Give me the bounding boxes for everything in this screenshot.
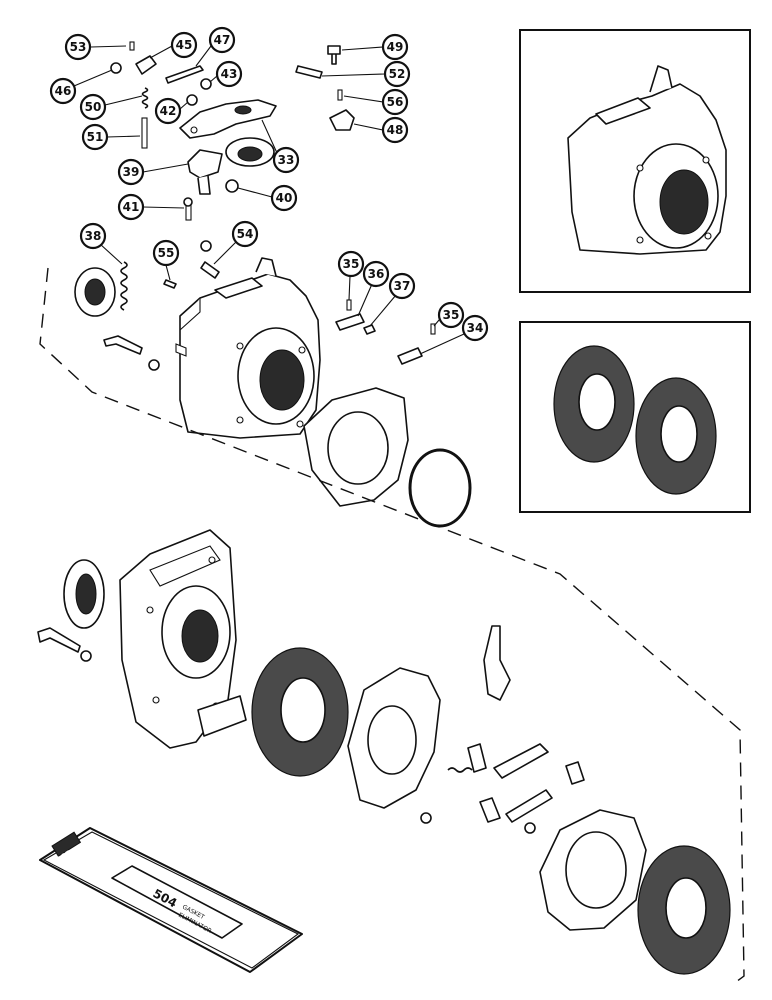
pin-56 [337, 89, 343, 101]
clip-48 [329, 109, 355, 131]
svg-text:52: 52 [389, 67, 406, 81]
callout-34: 34 [419, 314, 489, 355]
callout-45: 45 [149, 31, 198, 59]
pin-54 [200, 261, 220, 279]
spring-52 [295, 65, 323, 79]
switch-39 [187, 149, 223, 179]
callout-49: 49 [341, 33, 409, 61]
svg-text:37: 37 [394, 279, 411, 293]
pin-36 [335, 313, 365, 331]
callout-33: 33 [261, 119, 300, 174]
housing-bolt [103, 335, 143, 355]
svg-text:54: 54 [237, 227, 254, 241]
brake-housing-group [74, 240, 472, 528]
link-upper [493, 743, 549, 779]
svg-text:41: 41 [123, 200, 140, 214]
callout-42: 42 [154, 97, 189, 125]
callout-38: 38 [79, 222, 123, 265]
washer-42 [186, 94, 198, 106]
svg-text:38: 38 [85, 229, 102, 243]
callout-56: 56 [343, 88, 409, 116]
callout-48: 48 [353, 116, 409, 144]
adjuster [479, 797, 501, 823]
svg-text:36: 36 [368, 267, 385, 281]
svg-text:35: 35 [343, 257, 360, 271]
svg-text:51: 51 [87, 130, 104, 144]
callout-39: 39 [117, 158, 189, 186]
lower-bolt [37, 627, 81, 653]
svg-text:40: 40 [276, 191, 293, 205]
svg-text:50: 50 [85, 100, 102, 114]
top-linkage-parts [110, 41, 355, 221]
callout-52: 52 [321, 60, 411, 88]
svg-text:56: 56 [387, 95, 404, 109]
inset-discs-box [519, 321, 751, 513]
nut-43 [200, 78, 212, 90]
svg-text:35: 35 [443, 308, 460, 322]
o-ring [408, 448, 472, 528]
callouts: 53 45 47 46 43 50 [49, 26, 489, 355]
callout-51: 51 [81, 123, 141, 151]
callout-43: 43 [209, 60, 243, 88]
callout-35-lower: 35 [433, 301, 465, 329]
callout-50: 50 [79, 93, 143, 121]
cap-40 [225, 179, 239, 193]
svg-text:33: 33 [278, 153, 295, 167]
pin-51 [141, 117, 148, 149]
lower-assembly-group [37, 529, 731, 975]
spring-38 [120, 261, 128, 311]
svg-text:47: 47 [214, 33, 231, 47]
pin-34 [397, 347, 423, 365]
callout-55: 55 [152, 239, 180, 281]
inset-housing-box [519, 29, 751, 293]
callout-35-upper: 35 [337, 250, 365, 301]
washer-37 [363, 324, 376, 335]
bolt-49 [327, 45, 341, 65]
sealant-package: CASE 504 GASKET ELIMINATOR [39, 827, 303, 973]
link-spring [447, 767, 473, 773]
stud [565, 761, 585, 785]
assembly-guide-line [39, 267, 745, 983]
callout-37: 37 [369, 272, 416, 327]
callout-47: 47 [195, 26, 236, 67]
plate-45 [135, 55, 157, 75]
svg-text:42: 42 [160, 104, 177, 118]
svg-text:48: 48 [387, 123, 404, 137]
callout-54: 54 [213, 220, 259, 265]
rod-47 [165, 65, 204, 84]
yoke [483, 625, 511, 701]
callout-40: 40 [237, 184, 298, 212]
svg-text:45: 45 [176, 38, 193, 52]
link-bolt [467, 743, 487, 773]
pin-35-upper [346, 299, 352, 311]
svg-text:43: 43 [221, 67, 238, 81]
spring-50 [141, 87, 149, 109]
pin-53 [129, 41, 135, 51]
link-lower [505, 789, 553, 823]
svg-text:46: 46 [55, 84, 72, 98]
callout-46: 46 [49, 69, 113, 105]
lever-33 [179, 99, 277, 139]
callout-41: 41 [117, 193, 185, 221]
svg-text:49: 49 [387, 40, 404, 54]
nut-46 [110, 62, 122, 74]
clip-55 [163, 279, 177, 289]
callout-36: 36 [357, 260, 390, 317]
callout-53: 53 [64, 33, 127, 61]
svg-text:34: 34 [467, 321, 484, 335]
svg-text:53: 53 [70, 40, 87, 54]
pin-35-lower [430, 323, 436, 335]
roller-pin [197, 695, 247, 737]
svg-text:55: 55 [158, 246, 175, 260]
svg-text:39: 39 [123, 165, 140, 179]
